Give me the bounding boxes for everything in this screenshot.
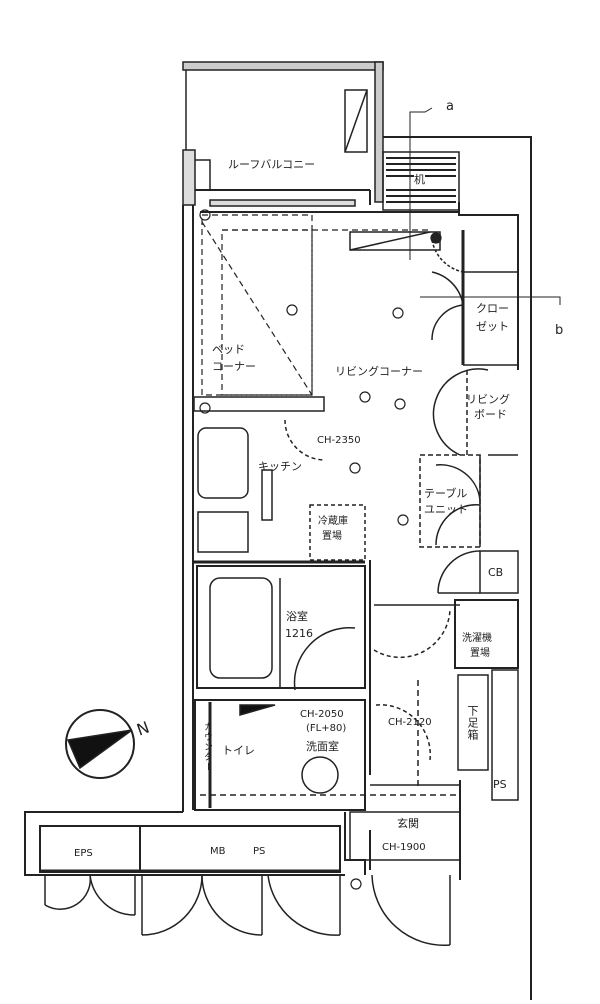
section-marker-a: a xyxy=(446,99,454,114)
label-ceiling-entrance: CH-1900 xyxy=(382,842,426,853)
label-bathroom: 浴室 xyxy=(286,610,308,623)
bed-corner-outline xyxy=(201,214,430,396)
label-living-board-2: ボード xyxy=(474,408,507,421)
shelf-diagonal xyxy=(349,231,431,251)
label-washroom: 洗面室 xyxy=(306,740,339,753)
utility-shafts xyxy=(39,825,341,936)
label-entrance: 玄関 xyxy=(397,817,419,830)
label-counter: カウンター xyxy=(202,722,212,772)
label-ceiling-living: CH-2350 xyxy=(317,435,361,446)
section-lines xyxy=(409,107,561,305)
roof-balcony-walls xyxy=(182,61,384,207)
partition-wall xyxy=(193,396,325,412)
label-fridge-2: 置場 xyxy=(322,531,342,542)
label-toilet: トイレ xyxy=(222,744,255,757)
section-marker-b: b xyxy=(555,323,564,338)
label-roof-balcony: ルーフバルコニー xyxy=(228,158,316,171)
exterior-walls xyxy=(24,136,532,1000)
label-mb: MB xyxy=(210,846,226,857)
entrance-walls xyxy=(349,780,461,946)
label-closet-1: クロー xyxy=(476,302,509,315)
label-kitchen: キッチン xyxy=(258,460,302,473)
label-washer-1: 洗濯機 xyxy=(462,633,492,644)
label-ceiling-hall: CH-2120 xyxy=(388,717,432,728)
label-floor-wash: (FL+80) xyxy=(306,723,347,734)
light-fixtures xyxy=(199,209,442,890)
washroom-walls xyxy=(194,699,460,811)
label-ps-right: PS xyxy=(493,778,507,791)
kitchen-fixtures xyxy=(194,419,366,564)
label-ps-bottom: PS xyxy=(253,846,266,857)
label-bed-corner-1: ベッド xyxy=(212,343,245,356)
label-ceiling-wash: CH-2050 xyxy=(300,709,344,720)
label-fridge-1: 冷蔵庫 xyxy=(318,516,348,527)
label-living-corner: リビングコーナー xyxy=(335,365,423,378)
washer-area xyxy=(373,599,519,801)
label-bath-size: 1216 xyxy=(285,627,313,640)
label-cb: CB xyxy=(488,566,504,579)
north-compass xyxy=(65,709,135,779)
label-washer-2: 置場 xyxy=(470,648,490,659)
label-table-unit-1: テーブル xyxy=(424,487,468,500)
label-living-board-1: リビング xyxy=(466,393,510,406)
desk-hatch xyxy=(382,151,460,211)
label-eps: EPS xyxy=(74,848,93,859)
bathroom-walls xyxy=(196,560,460,775)
label-shoe-box: 下足箱 xyxy=(466,705,479,741)
label-closet-2: ゼット xyxy=(476,320,509,333)
label-table-unit-2: ユニット xyxy=(424,503,468,516)
label-desk: 机 xyxy=(414,173,425,186)
label-bed-corner-2: コーナー xyxy=(212,360,256,373)
